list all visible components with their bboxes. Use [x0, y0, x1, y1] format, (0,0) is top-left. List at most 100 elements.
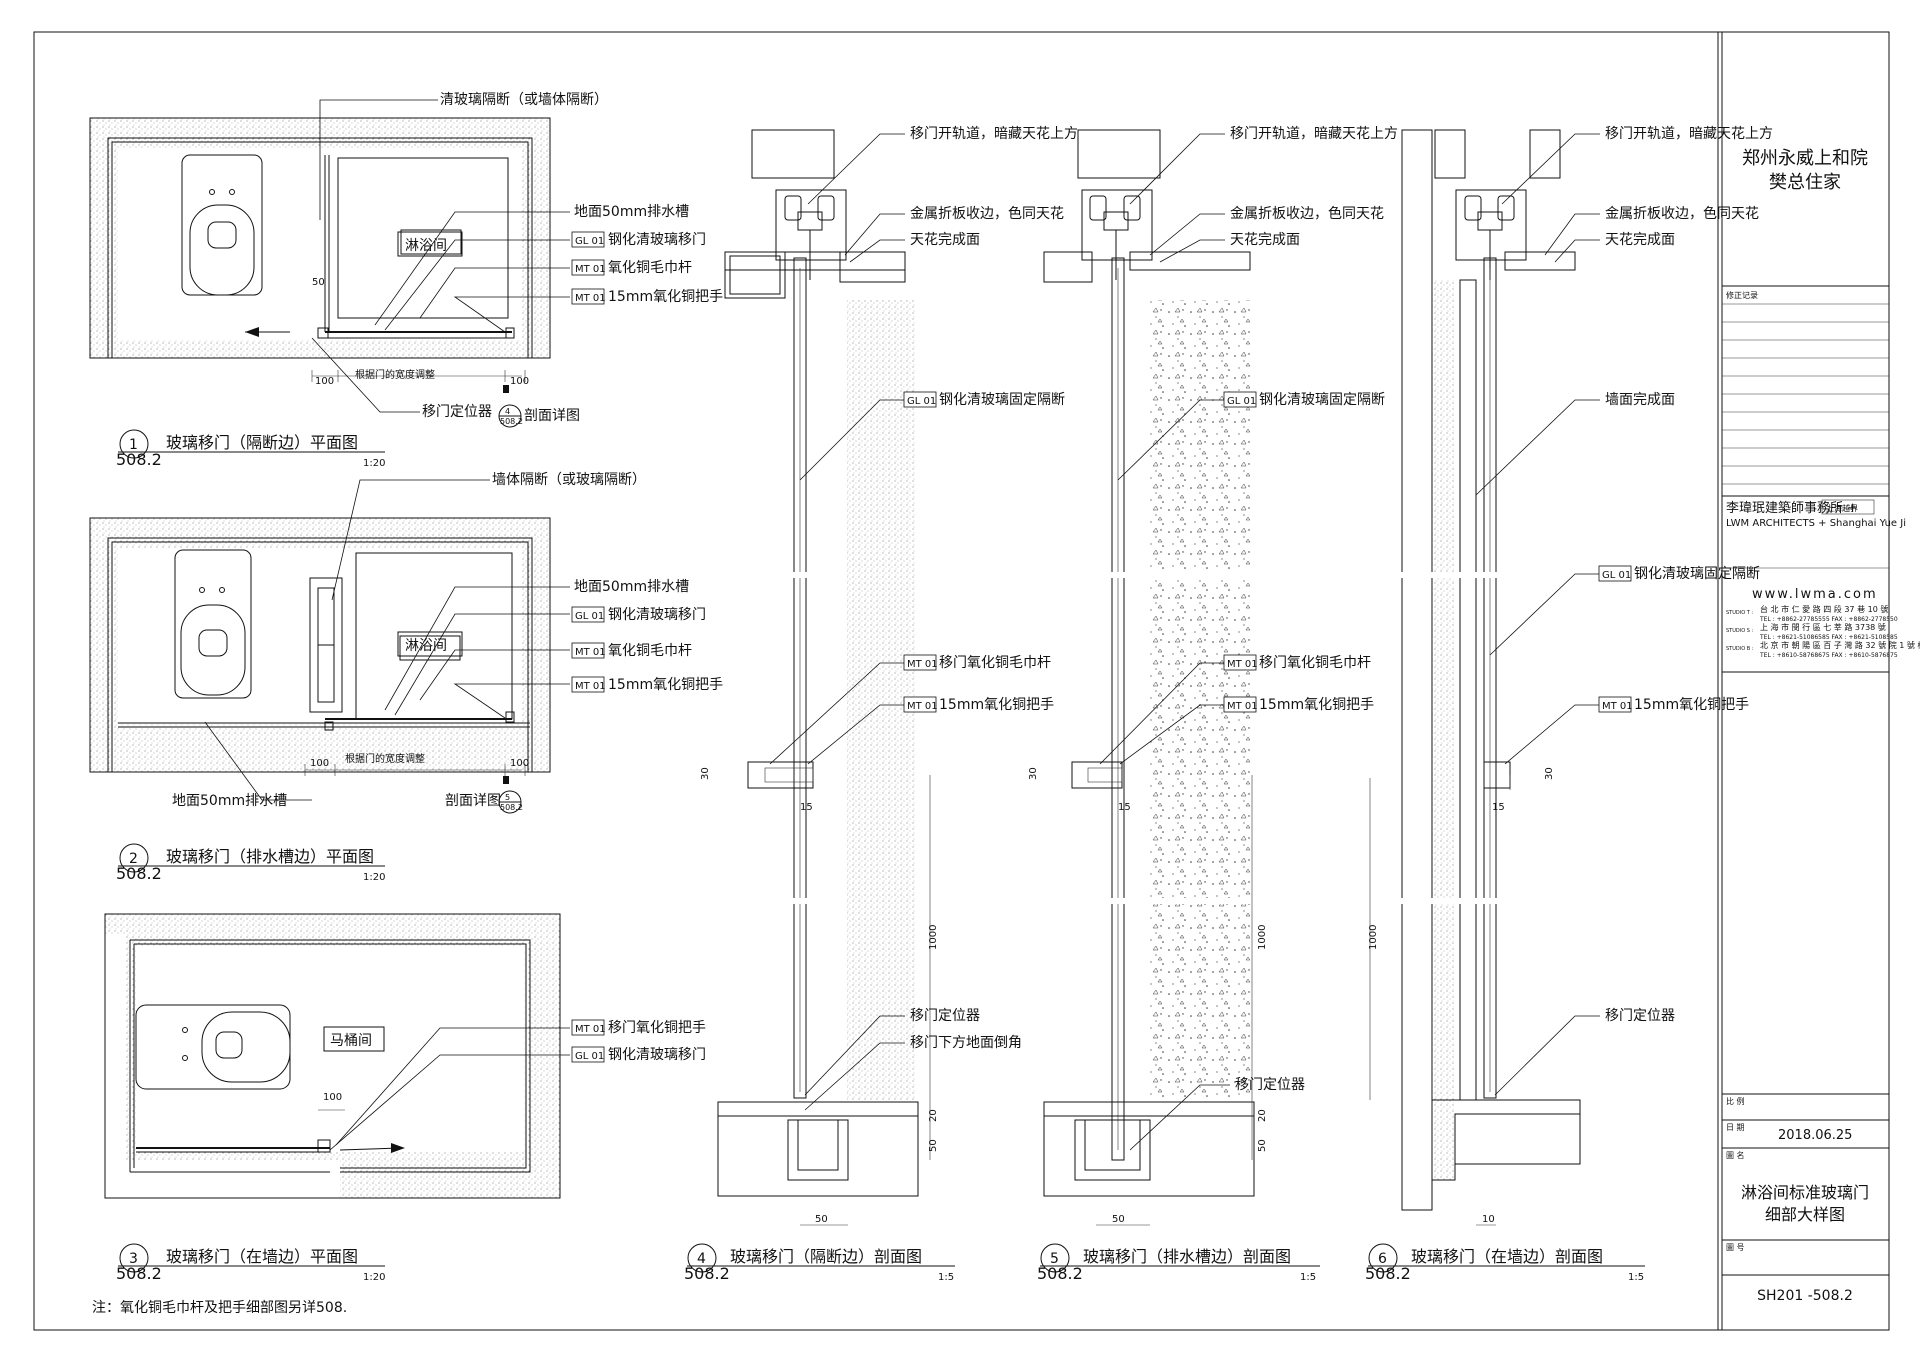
- svg-text:MT 01: MT 01: [1227, 659, 1258, 670]
- svg-text:钢化清玻璃固定隔断: 钢化清玻璃固定隔断: [939, 391, 1065, 408]
- svg-text:1000: 1000: [1257, 925, 1268, 950]
- firm-website: www.lwma.com: [1752, 587, 1878, 602]
- svg-text:日 期: 日 期: [1726, 1123, 1745, 1132]
- section6-title: 玻璃移门（在墙边）剖面图: [1411, 1247, 1603, 1266]
- svg-text:钢化清玻璃移门: 钢化清玻璃移门: [608, 606, 706, 623]
- svg-text:15: 15: [1118, 802, 1131, 813]
- svg-text:移门氧化铜把手: 移门氧化铜把手: [608, 1020, 706, 1036]
- drawing-name-1: 淋浴间标准玻璃门: [1741, 1183, 1869, 1202]
- project-name: 郑州永威上和院: [1742, 148, 1868, 169]
- plan1-tag-mt2: [571, 288, 605, 305]
- plan2-title: 玻璃移门（排水槽边）平面图: [166, 847, 374, 866]
- svg-text:天花完成面: 天花完成面: [1230, 232, 1300, 248]
- plan1-callout-handle: 15mm氧化铜把手: [608, 289, 723, 305]
- svg-text:508.2: 508.2: [116, 1264, 162, 1283]
- svg-text:移门下方地面倒角: 移门下方地面倒角: [910, 1035, 1022, 1051]
- svg-text:移门氧化铜毛巾杆: 移门氧化铜毛巾杆: [1259, 655, 1371, 671]
- svg-text:1:5: 1:5: [1628, 1272, 1644, 1283]
- svg-text:15mm氧化铜把手: 15mm氧化铜把手: [1634, 697, 1749, 713]
- section-texts: 移门开轨道，暗藏天花上方 金属折板收边，色同天花 天花完成面 GL 01 钢化清…: [684, 126, 1773, 1283]
- svg-text:15: 15: [800, 802, 813, 813]
- svg-text:钢化清玻璃固定隔断: 钢化清玻璃固定隔断: [1634, 565, 1760, 582]
- firm-partner: 上海越界: [1826, 503, 1858, 513]
- svg-text:金属折板收边，色同天花: 金属折板收边，色同天花: [1605, 205, 1759, 222]
- svg-text:5: 5: [1050, 1251, 1059, 1267]
- footnote: 注：氧化铜毛巾杆及把手细部图另详508.: [92, 1300, 347, 1316]
- drawing-date: 2018.06.25: [1778, 1128, 1852, 1143]
- svg-text:移门氧化铜毛巾杆: 移门氧化铜毛巾杆: [939, 655, 1051, 671]
- svg-text:GL 01: GL 01: [907, 396, 936, 407]
- plan-texts: 清玻璃隔断（或墙体隔断） 地面50mm排水槽 GL 01 钢化清玻璃移门 MT …: [116, 91, 723, 1283]
- svg-text:1:20: 1:20: [363, 458, 385, 469]
- svg-text:移门定位器: 移门定位器: [910, 1008, 980, 1024]
- svg-text:2: 2: [129, 851, 138, 867]
- plan1-callout-partition: 清玻璃隔断（或墙体隔断）: [440, 91, 608, 108]
- svg-text:15mm氧化铜把手: 15mm氧化铜把手: [608, 677, 723, 693]
- plan-3: [104, 913, 561, 1199]
- svg-text:STUDIO S :: STUDIO S :: [1726, 628, 1754, 634]
- svg-text:50: 50: [1257, 1139, 1268, 1152]
- label-lines: [118, 404, 1645, 1273]
- svg-text:508.2: 508.2: [116, 450, 162, 469]
- svg-text:508.2: 508.2: [116, 864, 162, 883]
- svg-text:氧化铜毛巾杆: 氧化铜毛巾杆: [608, 643, 692, 659]
- svg-text:1:20: 1:20: [363, 872, 385, 883]
- revision-label: 修正记录: [1726, 290, 1758, 300]
- plan3-title: 玻璃移门（在墙边）平面图: [166, 1247, 358, 1266]
- svg-text:天花完成面: 天花完成面: [910, 232, 980, 248]
- svg-text:508.2: 508.2: [500, 417, 523, 426]
- svg-text:10: 10: [1482, 1214, 1495, 1225]
- sheet-border: [33, 31, 1890, 1331]
- svg-text:4: 4: [697, 1251, 706, 1267]
- plan-2: [89, 517, 551, 784]
- svg-text:MT 01: MT 01: [575, 681, 606, 692]
- svg-text:100: 100: [323, 1092, 342, 1103]
- svg-text:地面50mm排水槽: 地面50mm排水槽: [574, 579, 689, 595]
- svg-text:100: 100: [510, 376, 529, 387]
- svg-text:金属折板收边，色同天花: 金属折板收边，色同天花: [1230, 205, 1384, 222]
- leader-lines: [204, 99, 1600, 1151]
- plan1-tag-mt1: [571, 259, 605, 276]
- plan1-callout-glass-door: 钢化清玻璃移门: [608, 231, 706, 248]
- svg-text:15: 15: [1492, 802, 1505, 813]
- svg-text:30: 30: [1028, 767, 1039, 780]
- svg-text:5: 5: [505, 793, 510, 802]
- svg-text:TEL : +8621-51086585 FAX : +8: TEL : +8621-51086585 FAX : +8621-5108585: [1759, 634, 1898, 641]
- title-block: 郑州永威上和院 樊总住家 修正记录 李瑋珉建築師事務所 + 上海越界 LWM A…: [1726, 148, 1920, 1304]
- svg-text:30: 30: [700, 767, 711, 780]
- svg-text:圖 号: 圖 号: [1726, 1243, 1745, 1252]
- svg-text:根据门的宽度调整: 根据门的宽度调整: [355, 368, 435, 381]
- svg-text:50: 50: [1112, 1214, 1125, 1225]
- svg-text:50: 50: [815, 1214, 828, 1225]
- svg-text:508.2: 508.2: [500, 803, 523, 812]
- svg-text:STUDIO B :: STUDIO B :: [1726, 646, 1754, 652]
- plan3-room-label: 马桶间: [330, 1033, 372, 1049]
- svg-text:移门定位器: 移门定位器: [1235, 1077, 1305, 1093]
- plan1-callout-drain: 地面50mm排水槽: [574, 204, 689, 220]
- svg-text:GL 01: GL 01: [575, 611, 604, 622]
- svg-text:MT 01: MT 01: [575, 293, 606, 304]
- svg-text:TEL : +8610-58768675 FAX : +8: TEL : +8610-58768675 FAX : +8610-5876875: [1759, 652, 1898, 659]
- section5-title: 玻璃移门（排水槽边）剖面图: [1083, 1247, 1291, 1266]
- project-client: 樊总住家: [1769, 172, 1841, 193]
- svg-text:20: 20: [928, 1109, 939, 1122]
- svg-text:3: 3: [129, 1251, 138, 1267]
- svg-text:508.2: 508.2: [684, 1264, 730, 1283]
- section4-title: 玻璃移门（隔断边）剖面图: [730, 1247, 922, 1266]
- drawing-number: SH201 -508.2: [1757, 1288, 1853, 1304]
- firm-name-en: LWM ARCHITECTS + Shanghai Yue Ji: [1726, 518, 1906, 529]
- svg-text:地面50mm排水槽: 地面50mm排水槽: [172, 793, 287, 809]
- plan1-callout-locator: 移门定位器: [422, 404, 492, 420]
- svg-text:1:5: 1:5: [1300, 1272, 1316, 1283]
- svg-text:STUDIO T :: STUDIO T :: [1726, 610, 1753, 616]
- plan2-room-label: 淋浴间: [405, 638, 447, 654]
- svg-text:100: 100: [315, 376, 334, 387]
- svg-text:上 海 市 閔 行 區 七 莘 路 3738 號: 上 海 市 閔 行 區 七 莘 路 3738 號: [1760, 622, 1886, 632]
- svg-text:100: 100: [310, 758, 329, 769]
- svg-text:GL 01: GL 01: [1602, 570, 1631, 581]
- plan1-title: 玻璃移门（隔断边）平面图: [166, 433, 358, 452]
- svg-text:100: 100: [510, 758, 529, 769]
- svg-text:剖面详图: 剖面详图: [445, 793, 501, 809]
- drawing-name-2: 细部大样图: [1765, 1205, 1845, 1224]
- svg-text:1:20: 1:20: [363, 1272, 385, 1283]
